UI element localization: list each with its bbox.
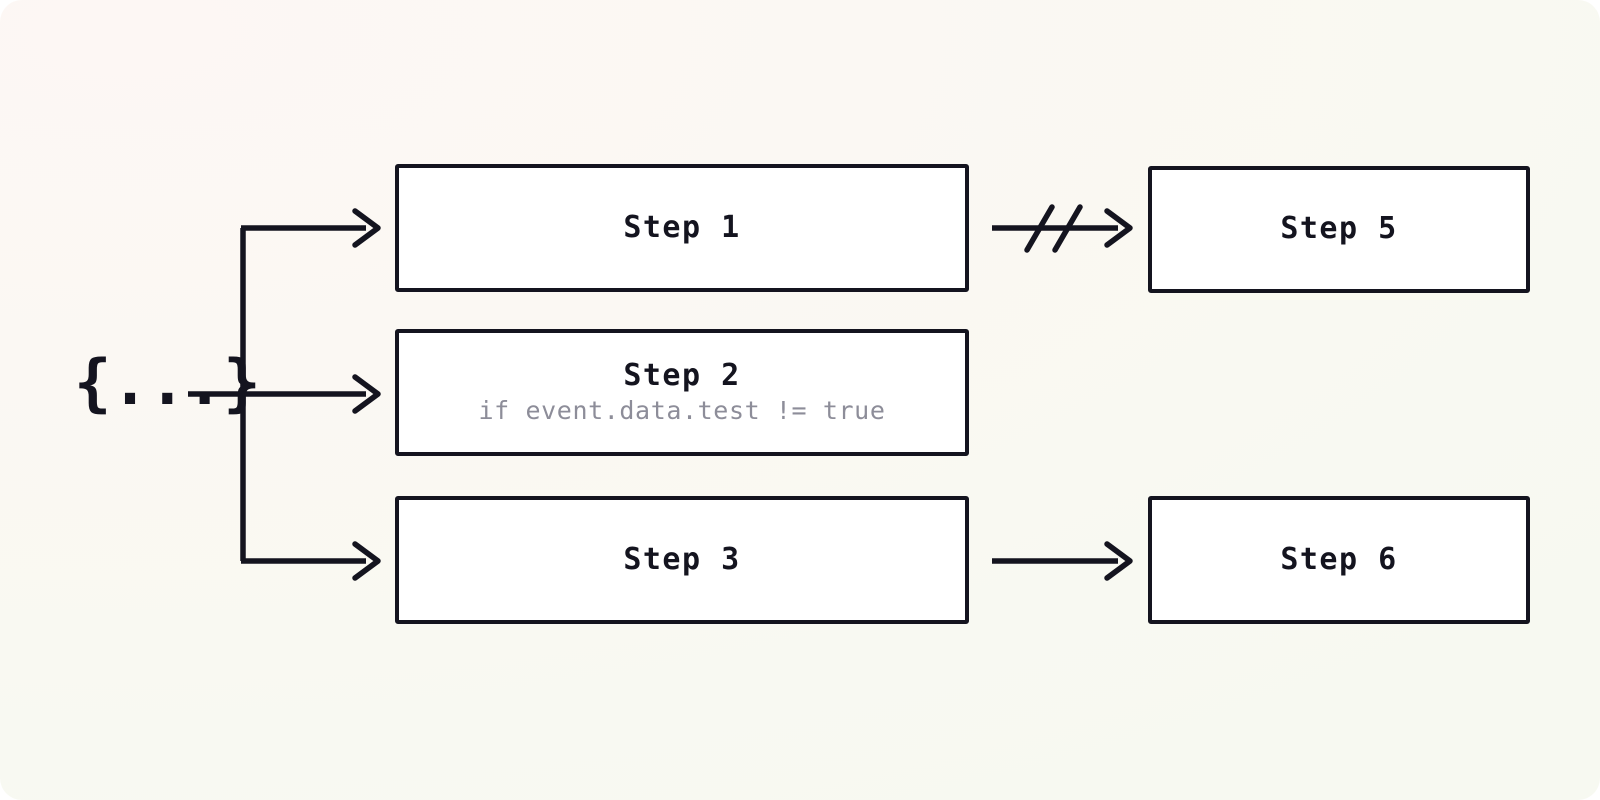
block-slash-second-icon <box>1052 204 1083 253</box>
arrowhead-step-2 <box>352 374 381 414</box>
node-step-6-title: Step 6 <box>1280 541 1398 577</box>
arrowhead-step-3 <box>352 541 381 581</box>
node-step-1-title: Step 1 <box>623 209 741 245</box>
node-step-6[interactable]: Step 6 <box>1148 496 1530 624</box>
node-step-3-title: Step 3 <box>623 541 741 577</box>
arrowhead-step-6 <box>1104 541 1133 581</box>
node-step-1[interactable]: Step 1 <box>395 164 969 292</box>
node-step-2[interactable]: Step 2 if event.data.test != true <box>395 329 969 456</box>
block-slash-first-icon <box>1024 204 1055 253</box>
node-step-2-condition: if event.data.test != true <box>478 395 886 425</box>
node-step-5-title: Step 5 <box>1280 211 1398 247</box>
event-payload-token: {...} <box>74 346 261 419</box>
node-step-5[interactable]: Step 5 <box>1148 166 1530 293</box>
arrowhead-step-5 <box>1104 208 1133 248</box>
node-step-3[interactable]: Step 3 <box>395 496 969 624</box>
arrowhead-step-1 <box>352 208 381 248</box>
node-step-2-title: Step 2 <box>623 358 741 394</box>
